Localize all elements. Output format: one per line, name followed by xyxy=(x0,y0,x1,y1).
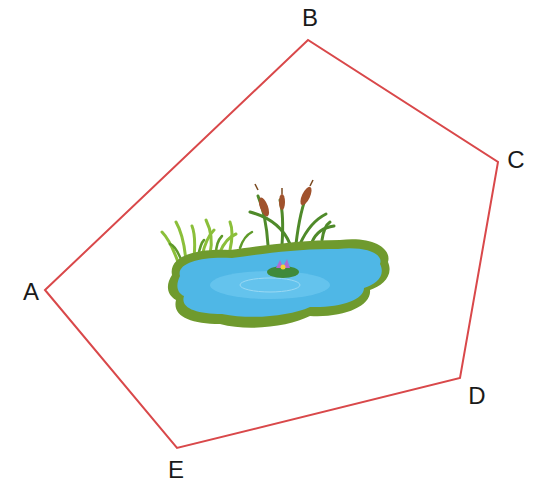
cattail xyxy=(257,185,314,218)
water-lily xyxy=(267,259,299,278)
vertex-label: D xyxy=(468,384,485,408)
pentagon-outline xyxy=(45,40,498,448)
vertex-label: A xyxy=(23,280,39,304)
vertex-label: B xyxy=(302,6,318,30)
vertex-label: C xyxy=(507,148,524,172)
pond-illustration xyxy=(162,180,390,328)
vertex-label: E xyxy=(168,458,184,482)
